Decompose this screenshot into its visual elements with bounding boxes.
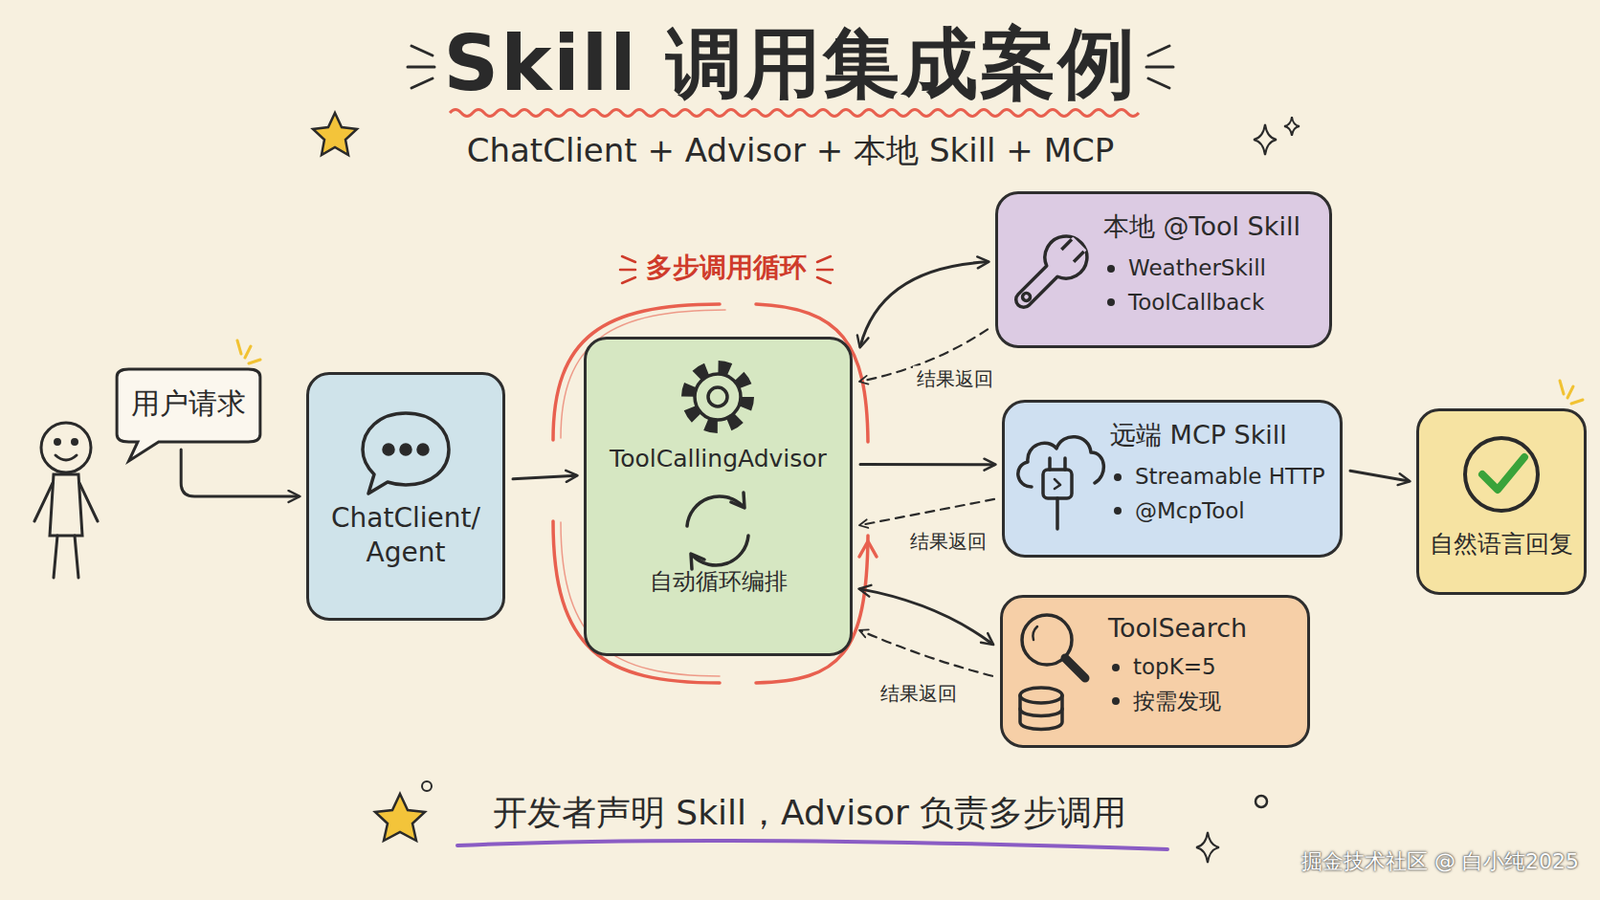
call-arrow bbox=[860, 262, 988, 347]
bullet-row: WeatherSkill bbox=[1107, 251, 1314, 287]
bullet-dot bbox=[1111, 697, 1120, 706]
box-heading: 本地 @Tool Skill bbox=[1103, 209, 1314, 245]
chat-icon bbox=[309, 375, 503, 621]
edge-label: 结果返回 bbox=[906, 528, 991, 555]
watermark: 掘金技术社区 @ 白小纯2025 bbox=[1301, 847, 1579, 877]
box-sublabel: 自动循环编排 bbox=[649, 566, 788, 598]
advisor-icon bbox=[586, 339, 850, 656]
bullet-row: @McpTool bbox=[1113, 494, 1325, 530]
box-label: ChatClient/ Agent bbox=[318, 501, 493, 572]
caption: 开发者声明 Skill，Advisor 负责多步调用 bbox=[492, 790, 1127, 838]
box-heading: ToolSearch bbox=[1108, 613, 1292, 644]
client-box: ChatClient/ Agent bbox=[306, 372, 506, 622]
star bbox=[375, 794, 425, 842]
bullet-row: Streamable HTTP bbox=[1113, 460, 1325, 495]
box-heading: 远端 MCP Skill bbox=[1110, 418, 1325, 453]
return-arrow bbox=[860, 499, 995, 526]
check-icon bbox=[1419, 411, 1584, 595]
box-label: 自然语言回复 bbox=[1426, 528, 1577, 560]
bubble-shape bbox=[116, 369, 261, 462]
loop-label: 多步调用循环 bbox=[645, 249, 807, 287]
bullet-dot bbox=[1113, 473, 1122, 482]
person-figure bbox=[34, 422, 98, 578]
diagram-title: Skill 调用集成案例 bbox=[444, 13, 1138, 117]
advisor-box: ToolCallingAdvisor 自动循环编排 bbox=[583, 336, 853, 657]
sparkle bbox=[1196, 832, 1220, 864]
return-arrow bbox=[860, 630, 993, 677]
bullet-row: ToolCallback bbox=[1107, 286, 1314, 321]
skill-box: 远端 MCP SkillStreamable HTTP@McpTool bbox=[1001, 400, 1343, 558]
dot bbox=[1255, 796, 1267, 808]
call-arrow bbox=[860, 463, 995, 467]
bullet-text: 按需发现 bbox=[1133, 685, 1222, 720]
skill-box: 本地 @Tool SkillWeatherSkillToolCallback bbox=[995, 191, 1333, 349]
bullet-text: ToolCallback bbox=[1128, 286, 1265, 321]
title-underline bbox=[449, 110, 1139, 117]
edge-label: 结果返回 bbox=[912, 365, 998, 392]
call-arrow bbox=[512, 475, 577, 480]
bullet-dot bbox=[1113, 507, 1122, 515]
speech-bubble: 用户请求 bbox=[113, 367, 264, 464]
bullet-text: @McpTool bbox=[1134, 494, 1245, 530]
bullet-text: Streamable HTTP bbox=[1134, 460, 1326, 495]
bullet-dot bbox=[1111, 664, 1120, 672]
result-box: 自然语言回复 bbox=[1416, 408, 1587, 596]
subtitle: ChatClient + Advisor + 本地 Skill + MCP bbox=[466, 129, 1115, 174]
star bbox=[312, 112, 357, 156]
call-arrow bbox=[180, 449, 299, 497]
bullet-text: topK=5 bbox=[1133, 650, 1217, 686]
dot bbox=[422, 781, 432, 792]
bullet-row: 按需发现 bbox=[1111, 685, 1292, 720]
sparkle bbox=[1253, 116, 1300, 156]
bullet-row: topK=5 bbox=[1111, 650, 1292, 686]
box-label: 用户请求 bbox=[131, 384, 246, 424]
call-arrow bbox=[1350, 470, 1409, 482]
bullet-text: WeatherSkill bbox=[1128, 251, 1267, 287]
call-arrow bbox=[860, 589, 993, 645]
bullet-dot bbox=[1107, 265, 1115, 273]
box-label: ToolCallingAdvisor bbox=[609, 444, 827, 473]
loop-bracket bbox=[553, 304, 877, 684]
bullet-dot bbox=[1107, 298, 1115, 307]
skill-box: ToolSearch topK=5按需发现 bbox=[1000, 595, 1311, 749]
edge-label: 结果返回 bbox=[876, 681, 961, 708]
caption-underline bbox=[457, 841, 1168, 850]
